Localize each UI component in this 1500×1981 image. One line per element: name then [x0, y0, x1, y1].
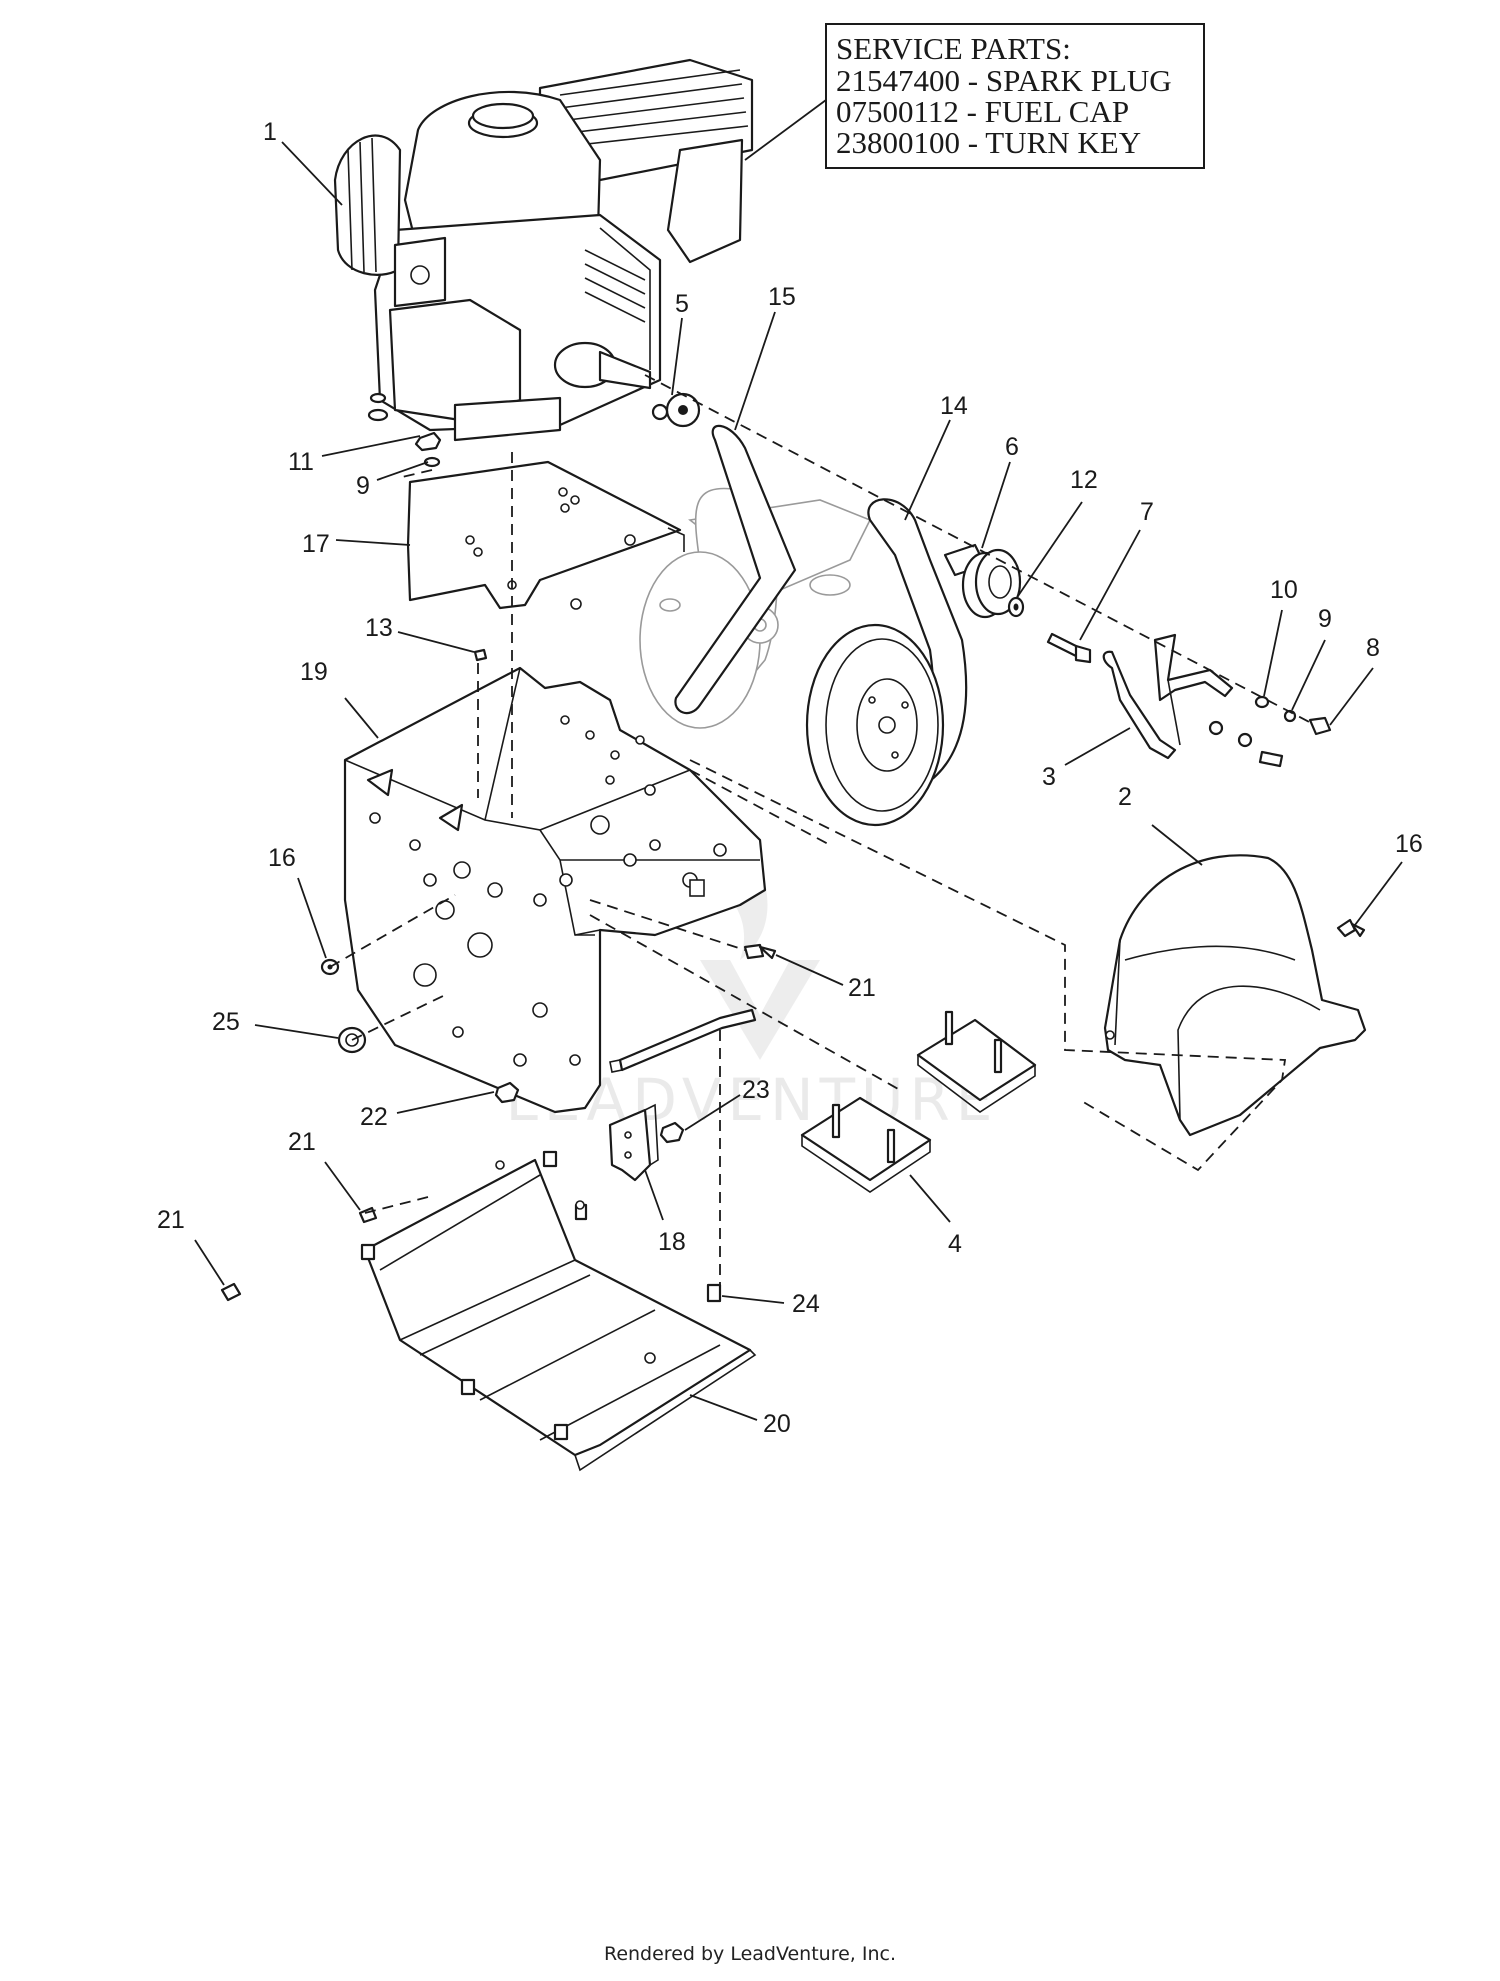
- service-parts-box: SERVICE PARTS: 21547400 - SPARK PLUG 075…: [744, 23, 1205, 169]
- callout-8: 8: [1366, 634, 1380, 662]
- callouts: 1 5 15 14 6 12 7 11 9 17 13 19 10 9 8 3 …: [157, 118, 1423, 1438]
- part-2-belt-cover: [1103, 854, 1367, 1137]
- part-16-bolt-right: [1336, 918, 1366, 938]
- callout-1: 1: [263, 118, 277, 146]
- part-7-bolt: [1046, 632, 1092, 664]
- frame-rod: [609, 1008, 757, 1073]
- part-15-belt: [674, 424, 797, 715]
- callout-18: 18: [658, 1228, 686, 1256]
- part-19-frame: [343, 666, 767, 1114]
- callout-12: 12: [1070, 466, 1098, 494]
- callout-5: 5: [675, 290, 689, 318]
- part-22-nut: [494, 1081, 520, 1104]
- drive-pulley: [805, 623, 945, 827]
- callout-9: 9: [356, 472, 370, 500]
- hardware-11-9: [367, 392, 442, 468]
- callout-2: 2: [1118, 783, 1132, 811]
- callout-22: 22: [360, 1103, 388, 1131]
- part-13-bolt: [473, 648, 488, 662]
- service-part-line: 21547400 - SPARK PLUG: [836, 63, 1172, 98]
- callout-4: 4: [948, 1230, 962, 1258]
- part-4-skid-lower: [800, 1096, 932, 1193]
- part-21-bolt-frame: [743, 943, 777, 960]
- callout-21: 21: [157, 1206, 185, 1234]
- callout-21: 21: [288, 1128, 316, 1156]
- service-part-line: 07500112 - FUEL CAP: [836, 94, 1129, 129]
- callout-6: 6: [1005, 433, 1019, 461]
- callout-21: 21: [848, 974, 876, 1002]
- engine: [333, 58, 754, 442]
- callout-16: 16: [268, 844, 296, 872]
- part-6-pulley: [943, 543, 1022, 619]
- part-3-bracket: [1102, 633, 1234, 760]
- callout-10: 10: [1270, 576, 1298, 604]
- callout-11: 11: [288, 448, 314, 476]
- callout-9: 9: [1318, 605, 1332, 633]
- part-12-washer: [1007, 596, 1025, 618]
- callout-3: 3: [1042, 763, 1056, 791]
- part-18-bracket: [608, 1103, 659, 1182]
- part-24-clip: [706, 1283, 722, 1303]
- callout-13: 13: [365, 614, 393, 642]
- hardware-10-9-8: [1208, 695, 1332, 768]
- footer-credit: Rendered by LeadVenture, Inc.: [604, 1943, 896, 1965]
- part-17-mount-plate: [406, 460, 685, 610]
- callout-23: 23: [742, 1076, 770, 1104]
- callout-17: 17: [302, 530, 330, 558]
- assembly-lines: [329, 374, 1316, 1290]
- part-20-bottom-tray: [360, 1150, 757, 1472]
- callout-15: 15: [768, 283, 796, 311]
- leader-lines: [194, 141, 1403, 1421]
- part-23-nut: [659, 1121, 685, 1144]
- part-5-sprocket: [651, 392, 701, 428]
- callout-24: 24: [792, 1290, 820, 1318]
- callout-14: 14: [940, 392, 968, 420]
- callout-25: 25: [212, 1008, 240, 1036]
- part-21-bolt-loose: [220, 1282, 242, 1302]
- service-part-line: 23800100 - TURN KEY: [836, 125, 1141, 160]
- callout-16: 16: [1395, 830, 1423, 858]
- part-4-skid-upper: [916, 1010, 1037, 1113]
- callout-19: 19: [300, 658, 328, 686]
- service-parts-heading: SERVICE PARTS:: [836, 31, 1071, 66]
- callout-20: 20: [763, 1410, 791, 1438]
- callout-7: 7: [1140, 498, 1154, 526]
